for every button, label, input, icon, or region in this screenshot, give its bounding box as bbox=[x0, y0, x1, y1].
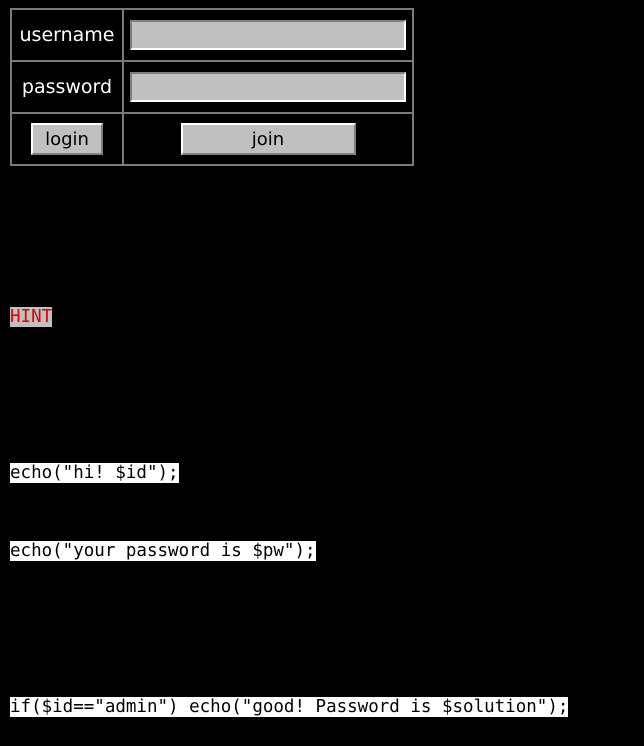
password-row: password bbox=[11, 61, 413, 113]
login-form: username password login join bbox=[10, 8, 414, 166]
code-if-admin: if($id=="admin") echo("good! Password is… bbox=[10, 697, 569, 717]
username-label: username bbox=[11, 9, 123, 61]
hint-section: HINT echo("hi! $id"); echo("your passwor… bbox=[10, 252, 569, 746]
blank-line bbox=[10, 616, 568, 642]
code-echo-id: echo("hi! $id"); bbox=[10, 463, 179, 483]
password-cell bbox=[123, 61, 413, 113]
username-cell bbox=[123, 9, 413, 61]
hint-title: HINT bbox=[10, 307, 53, 327]
join-button[interactable]: join bbox=[180, 123, 356, 155]
code-line: if($id=="admin") echo("good! Password is… bbox=[10, 694, 569, 720]
code-line: echo("your password is $pw"); bbox=[10, 538, 568, 564]
password-input[interactable] bbox=[130, 72, 406, 102]
username-row: username bbox=[11, 9, 413, 61]
login-button[interactable]: login bbox=[31, 123, 103, 155]
login-cell: login bbox=[11, 113, 123, 165]
username-input[interactable] bbox=[130, 20, 406, 50]
code-echo-pw: echo("your password is $pw"); bbox=[10, 541, 316, 561]
code-line: echo("hi! $id"); bbox=[10, 460, 568, 486]
button-row: login join bbox=[11, 113, 413, 165]
hint-title-line: HINT bbox=[10, 304, 568, 330]
blank-line bbox=[10, 382, 568, 408]
join-cell: join bbox=[123, 113, 413, 165]
password-label: password bbox=[11, 61, 123, 113]
